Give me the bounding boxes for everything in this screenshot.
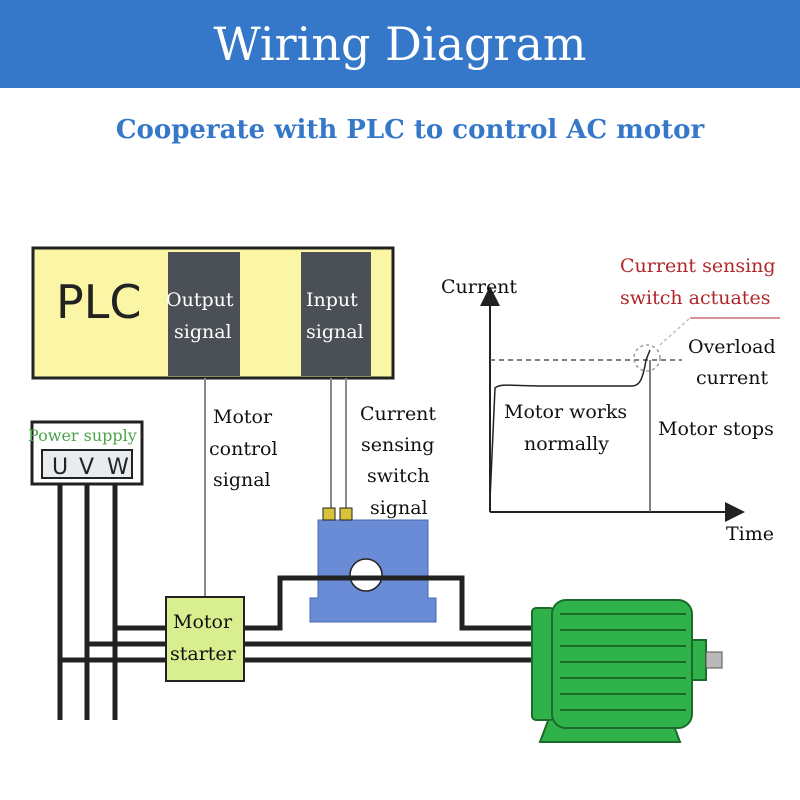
power-supply-v: V	[79, 455, 94, 480]
sensor-terminal-left	[322, 507, 336, 521]
motor-control-label-1: Motor	[213, 406, 273, 428]
ac-motor	[531, 599, 723, 743]
header-bar	[0, 0, 800, 88]
works-label-1: Motor works	[504, 401, 627, 423]
actuation-pointer	[659, 317, 691, 346]
plc-input-label-1: Input	[306, 289, 358, 311]
sensor-signal-wires	[330, 378, 347, 508]
overload-label-1: Overload	[688, 336, 776, 358]
works-label-2: normally	[524, 433, 609, 455]
actuates-label-1: Current sensing	[620, 255, 776, 277]
plc-input-panel	[301, 252, 371, 376]
sensor-signal-label-3: switch	[367, 465, 430, 487]
motor-starter-label-2: starter	[170, 643, 237, 665]
motor-wires	[244, 575, 540, 663]
actuation-marker	[633, 344, 661, 372]
sensor-hole	[349, 558, 383, 592]
graph-y-label: Current	[441, 276, 517, 298]
sensor-terminal-right	[339, 507, 353, 521]
motor-starter-box	[165, 596, 245, 682]
page-title: Wiring Diagram	[213, 17, 587, 71]
plc-output-label-2: signal	[174, 321, 232, 343]
page-subtitle: Cooperate with PLC to control AC motor	[115, 115, 705, 145]
plc-output-panel	[168, 252, 240, 376]
plc-input-label-2: signal	[306, 321, 364, 343]
motor-control-label-2: control	[209, 438, 278, 460]
power-lines	[57, 484, 166, 720]
graph-x-label: Time	[726, 523, 774, 545]
sensor-signal-label-4: signal	[370, 497, 428, 519]
power-supply-u: U	[52, 455, 68, 480]
overload-label-2: current	[696, 367, 769, 389]
sensor-signal-label-1: Current	[360, 403, 436, 425]
plc-output-label-1: Output	[166, 289, 234, 311]
motor-control-label-3: signal	[213, 469, 271, 491]
power-supply-inner	[41, 449, 133, 479]
stops-label: Motor stops	[658, 418, 774, 440]
power-supply-w: W	[107, 455, 129, 480]
current-curve	[489, 349, 651, 501]
sensor-signal-label-2: sensing	[361, 434, 434, 456]
actuates-label-2: switch actuates	[620, 287, 770, 309]
power-supply-label: Power supply	[28, 426, 137, 445]
motor-starter-label-1: Motor	[173, 611, 233, 633]
plc-label: PLC	[56, 275, 142, 329]
